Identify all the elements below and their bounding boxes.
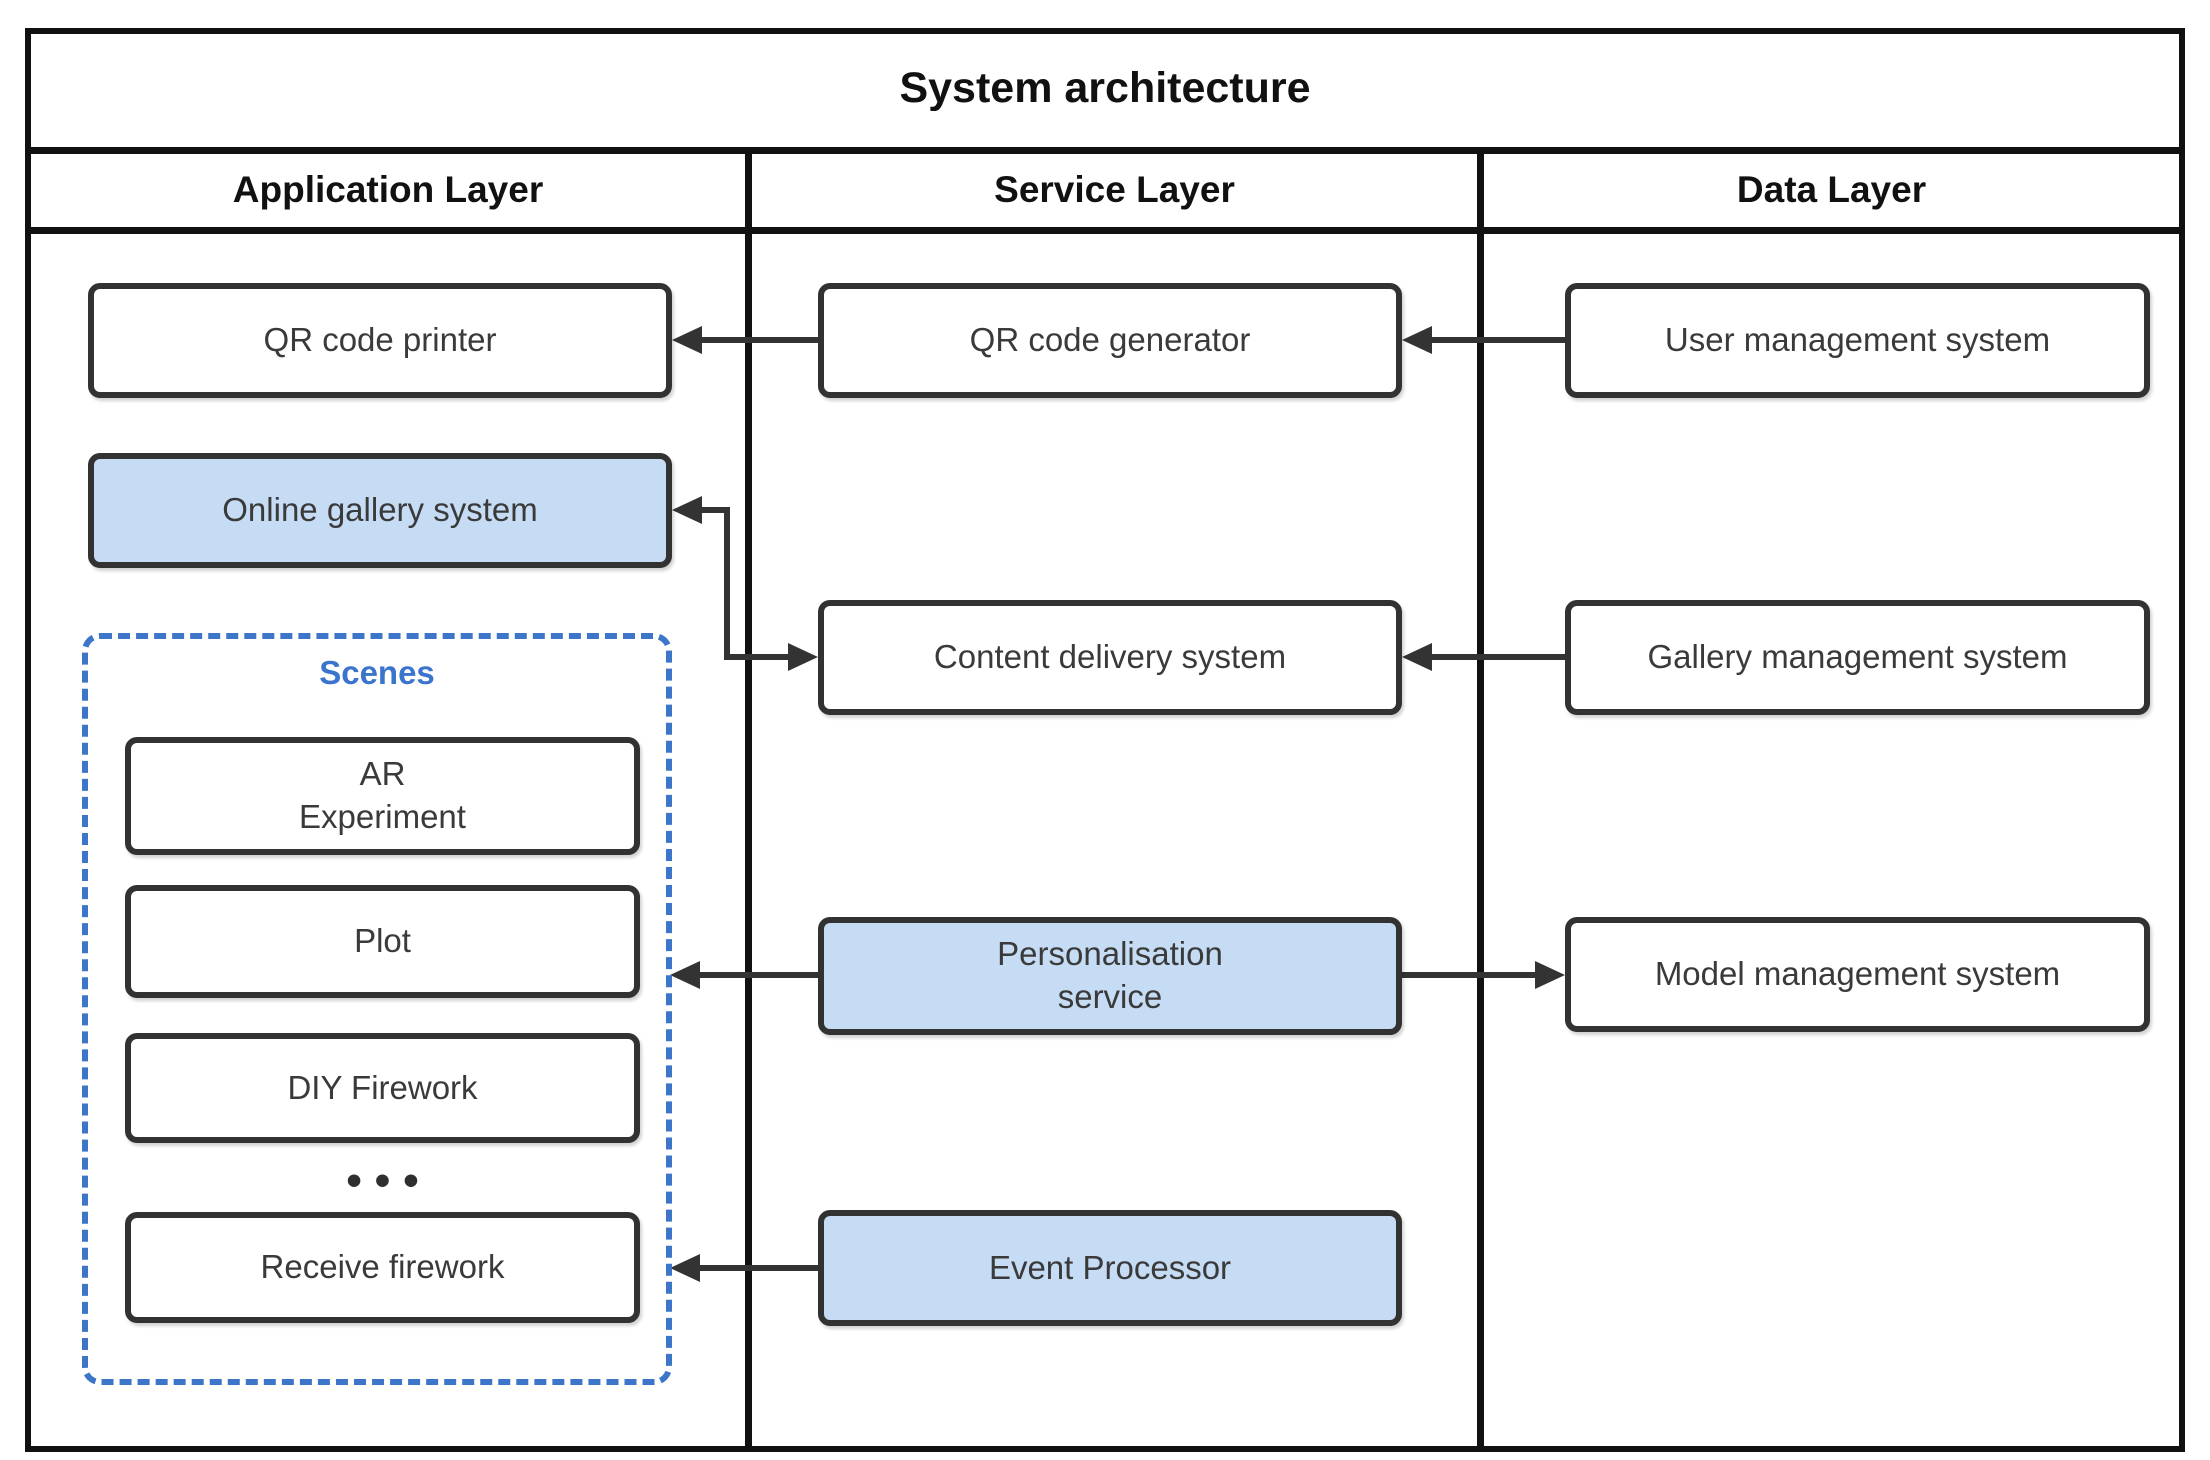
scenes-group-container bbox=[82, 633, 672, 1385]
diagram-title: System architecture bbox=[899, 63, 1311, 112]
column-header-service-layer: Service Layer bbox=[994, 169, 1235, 210]
node-receive-firework: Receive firework bbox=[125, 1212, 640, 1323]
node-user-management-system: User management system bbox=[1565, 283, 2150, 398]
scenes-ellipsis: ••• bbox=[346, 1156, 432, 1205]
node-ar-experiment: AR Experiment bbox=[125, 737, 640, 855]
column-header-application-layer: Application Layer bbox=[232, 169, 544, 210]
node-event-processor: Event Processor bbox=[818, 1210, 1402, 1326]
node-content-delivery-system: Content delivery system bbox=[818, 600, 1402, 715]
node-model-management-system: Model management system bbox=[1565, 917, 2150, 1032]
column-header-data-layer: Data Layer bbox=[1736, 169, 1927, 210]
node-plot: Plot bbox=[125, 885, 640, 998]
node-qr-code-generator: QR code generator bbox=[818, 283, 1402, 398]
node-diy-firework: DIY Firework bbox=[125, 1033, 640, 1143]
node-personalisation-service: Personalisation service bbox=[818, 917, 1402, 1035]
scenes-group-label: Scenes bbox=[319, 654, 435, 691]
header-separator-line bbox=[25, 227, 2185, 234]
title-separator-line bbox=[25, 147, 2185, 154]
column-divider-1 bbox=[745, 147, 752, 1446]
node-online-gallery-system: Online gallery system bbox=[88, 453, 672, 568]
node-gallery-management-system: Gallery management system bbox=[1565, 600, 2150, 715]
column-divider-2 bbox=[1477, 147, 1484, 1446]
node-qr-code-printer: QR code printer bbox=[88, 283, 672, 398]
